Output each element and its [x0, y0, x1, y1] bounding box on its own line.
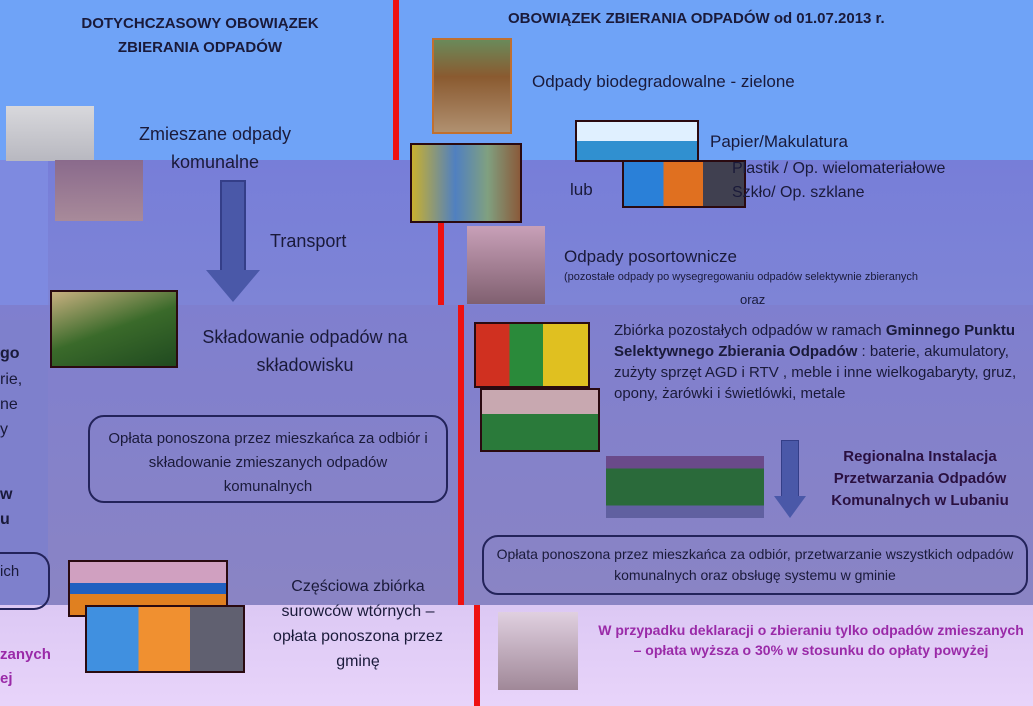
igloo-containers-image — [622, 160, 746, 208]
arrow-down-icon — [220, 180, 246, 272]
bio-label: Odpady biodegradowalne - zielone — [532, 72, 795, 91]
arrow-down-head-icon — [206, 270, 260, 302]
right-fee-box: Opłata ponoszona przez mieszkańca za odb… — [482, 535, 1028, 595]
left-fragment-box — [0, 552, 50, 610]
landfill-image — [50, 290, 178, 368]
waste-bin-image — [6, 106, 94, 161]
fragment: u — [0, 511, 10, 528]
large-container-image — [480, 388, 600, 452]
landfill-label: Składowanie odpadów na składowisku — [202, 327, 408, 375]
text: Punktu Selektywnego Zbierania Odpadów — [614, 322, 1015, 360]
residual-label: Odpady posortownicze — [564, 247, 737, 266]
arrow-down-icon — [781, 440, 799, 498]
penalty-line-1: W przypadku deklaracji o zbieraniu tylko… — [598, 622, 1024, 638]
fragment: zanych — [0, 646, 51, 663]
bags-image — [410, 143, 522, 223]
or-label: lub — [570, 180, 593, 199]
mixed-bin-image — [498, 612, 578, 690]
fragment: go — [0, 345, 20, 362]
right-heading: OBOWIĄZEK ZBIERANIA ODPADÓW od 01.07.201… — [508, 10, 885, 27]
text: : baterie, — [857, 343, 920, 360]
divider — [393, 0, 399, 160]
fragment: ne — [0, 396, 18, 413]
installation-image — [606, 456, 764, 518]
fragment: ich — [0, 563, 20, 580]
containers-image — [575, 120, 699, 162]
fragment: rie, — [0, 371, 23, 388]
arrow-down-head-icon — [774, 496, 806, 518]
pszok-containers-image — [474, 322, 590, 388]
penalty-text: W przypadku deklaracji o zbieraniu tylko… — [594, 620, 1028, 660]
transport-label: Transport — [270, 231, 347, 251]
left-heading: DOTYCHCZASOWY OBOWIĄZEK ZBIERANIA ODPADÓ… — [81, 15, 319, 56]
mixed-waste-label: Zmieszane odpady komunalne — [138, 124, 292, 172]
glass-label: Szkło/ Op. szklane — [732, 184, 865, 201]
residual-bin-image — [467, 226, 545, 304]
divider — [438, 160, 444, 305]
fragment: ej — [0, 670, 13, 687]
divider — [458, 305, 464, 605]
rip-label: Regionalna Instalacja Przetwarzania Odpa… — [831, 448, 1009, 509]
partial-collection-label: Częściowa zbiórka surowców wtórnych – op… — [273, 578, 443, 670]
recycling-bins-image-lower — [85, 605, 245, 673]
fragment: w — [0, 486, 13, 503]
text: wielkogabaryty, gruz, opony, żarówki i ś… — [614, 364, 1017, 402]
text: metale — [800, 385, 846, 402]
plastic-label: Plastik / Op. wielomateriałowe — [732, 160, 946, 177]
top-band — [0, 0, 1033, 160]
text: akumulatory, zużyty sprzęt AGD i RTV , m… — [614, 343, 1009, 381]
residual-note: (pozostałe odpady po wysegregowaniu odpa… — [564, 271, 919, 283]
divider — [474, 605, 480, 706]
text: Zbiórka pozostałych odpadów w ramach — [614, 322, 886, 339]
middle-band-left — [0, 160, 48, 305]
paper-label: Papier/Makulatura — [710, 132, 848, 151]
pszok-paragraph: Zbiórka pozostałych odpadów w ramach Gmi… — [614, 320, 1028, 404]
penalty-line-2: – opłata wyższa o 30% w stosunku do opła… — [633, 642, 989, 658]
bio-bin-image — [432, 38, 512, 134]
text: Gminnego — [885, 322, 960, 339]
waste-bin-image-lower — [55, 160, 143, 221]
left-fee-box: Opłata ponoszona przez mieszkańca za odb… — [88, 415, 448, 503]
and-label: oraz — [740, 292, 766, 307]
fragment: y — [0, 421, 8, 438]
